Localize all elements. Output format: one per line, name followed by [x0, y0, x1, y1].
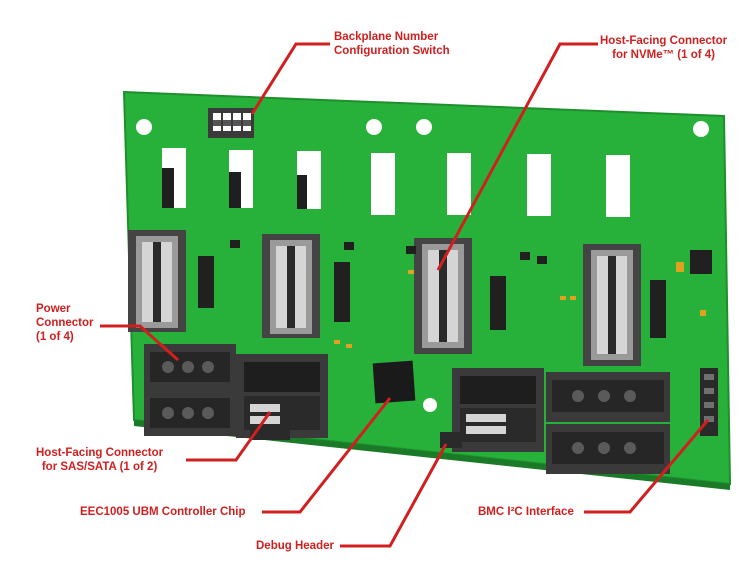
configuration-switch — [208, 108, 254, 138]
callout-text: Host-Facing Connector — [600, 35, 728, 47]
callout-power-connector: Power Connector (1 of 4) — [36, 302, 94, 344]
leader-debug-header — [340, 443, 448, 548]
callout-sas-connector: Host-Facing Connector for SAS/SATA (1 of… — [36, 446, 163, 474]
mounting-hole — [423, 398, 437, 412]
smd-components — [198, 240, 712, 338]
callout-text: Power — [36, 303, 71, 315]
nvme-connector — [583, 244, 641, 366]
board-slot — [606, 155, 630, 217]
callout-text: Connector — [36, 317, 94, 329]
leader-sas-connector — [186, 411, 272, 462]
callout-backplane-switch: Backplane Number Configuration Switch — [334, 30, 450, 58]
capacitors — [334, 262, 706, 348]
power-connector — [546, 372, 670, 422]
mounting-hole — [136, 119, 152, 135]
callout-ubm-chip: EEC1005 UBM Controller Chip — [80, 505, 246, 519]
mounting-hole — [366, 119, 382, 135]
leader-bmc-i2c — [584, 419, 710, 514]
callout-text: Debug Header — [256, 540, 334, 552]
nvme-connector — [414, 238, 472, 354]
sas-sata-connector — [236, 354, 328, 440]
callout-bmc-i2c: BMC I²C Interface — [478, 505, 574, 519]
power-connector — [144, 344, 236, 390]
callout-text: Configuration Switch — [334, 45, 450, 57]
callout-text: (1 of 4) — [36, 331, 74, 343]
leader-nvme-connector — [436, 42, 598, 271]
board-slot — [527, 154, 551, 216]
power-connector — [546, 424, 670, 474]
callout-text: for SAS/SATA (1 of 2) — [41, 461, 158, 473]
nvme-connector — [128, 230, 186, 332]
mounting-hole — [693, 121, 709, 137]
callout-text: BMC I²C Interface — [478, 506, 574, 518]
callout-text: EEC1005 UBM Controller Chip — [80, 506, 246, 518]
nvme-connector — [262, 234, 320, 338]
bmc-i2c-header — [700, 368, 718, 436]
board-slot — [371, 153, 395, 215]
callout-text: Backplane Number — [334, 31, 439, 43]
board-slot — [447, 153, 471, 215]
callout-leaders — [100, 42, 710, 548]
mounting-hole — [416, 119, 432, 135]
leader-power-connector — [100, 324, 180, 362]
debug-header — [440, 432, 462, 448]
sas-sata-connector — [452, 368, 544, 452]
callout-text: Host-Facing Connector — [36, 447, 164, 459]
callout-nvme-connector: Host-Facing Connector for NVMe™ (1 of 4) — [600, 34, 727, 62]
callout-text: for NVMe™ (1 of 4) — [612, 49, 715, 61]
leader-ubm-chip — [262, 397, 392, 514]
power-connector — [144, 390, 236, 436]
leader-backplane-switch — [250, 42, 330, 115]
callout-debug-header: Debug Header — [256, 539, 334, 553]
ubm-controller-chip — [372, 360, 416, 404]
